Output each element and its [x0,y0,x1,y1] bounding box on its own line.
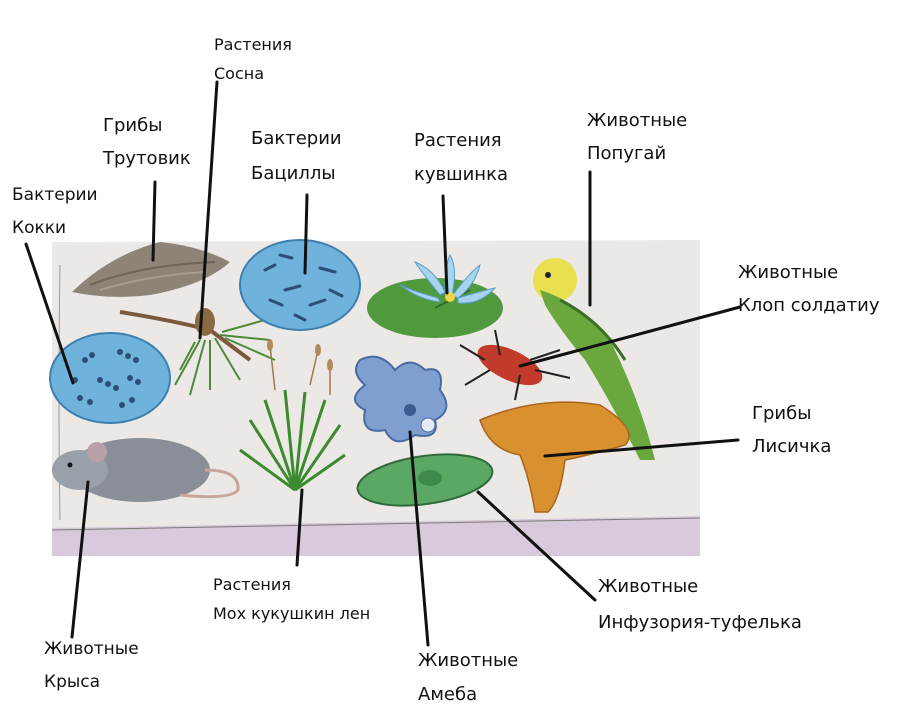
pointer-bacilli [303,193,309,275]
amoeba-illustration [354,355,448,443]
polypore-illustration [72,242,230,297]
label-rat-group: Животные [44,639,139,659]
label-bacilli-name: Бациллы [251,163,336,184]
pointer-lines [24,80,742,647]
label-paramecium-name: Инфузория-туфелька [598,612,802,633]
pointer-moss [295,488,304,567]
firebug-illustration [459,329,571,401]
pointer-bug [518,305,742,368]
label-pine-group: Растения [214,35,292,54]
label-rat-name: Крыса [44,672,101,692]
chanterelle-illustration [479,401,630,513]
pointer-amoeba [408,430,430,647]
label-lily-group: Растения [414,130,502,151]
paramecium-illustration [356,453,494,507]
label-amoeba-group: Животные [418,650,519,671]
label-moss-name: Мох кукушкин лен [213,604,371,623]
pointer-rat [70,480,90,639]
label-chanterelle-group: Грибы [752,403,812,424]
label-polypore-name: Трутовик [103,148,191,169]
pointer-pine [198,80,219,340]
label-paramecium-group: Животные [598,576,699,597]
pointer-chanterelle [543,438,740,458]
label-parrot-group: Животные [587,110,688,131]
bacilli-illustration [239,239,361,331]
water-lily-illustration [367,253,503,338]
label-cocci-group: Бактерии [12,185,98,205]
label-bacilli-group: Бактерии [251,128,342,149]
rat-illustration [52,438,240,502]
label-bug-name: Клоп солдатиу [738,295,880,316]
label-polypore-group: Грибы [103,115,163,136]
moss-illustration [239,339,346,492]
label-chanterelle-name: Лисичка [752,436,832,457]
label-cocci-name: Кокки [12,218,67,238]
label-lily-name: кувшинка [414,164,508,185]
label-pine-name: Сосна [214,64,265,83]
pointer-lily [441,194,449,295]
label-amoeba-name: Амеба [418,684,478,705]
pointer-paramecium [476,490,597,602]
pointer-polypore [151,180,157,262]
label-bug-group: Животные [738,262,839,283]
parrot-illustration [533,258,655,460]
label-moss-group: Растения [213,575,291,594]
pointer-cocci [24,242,75,385]
label-parrot-name: Попугай [587,143,667,164]
cocci-illustration [49,332,171,424]
